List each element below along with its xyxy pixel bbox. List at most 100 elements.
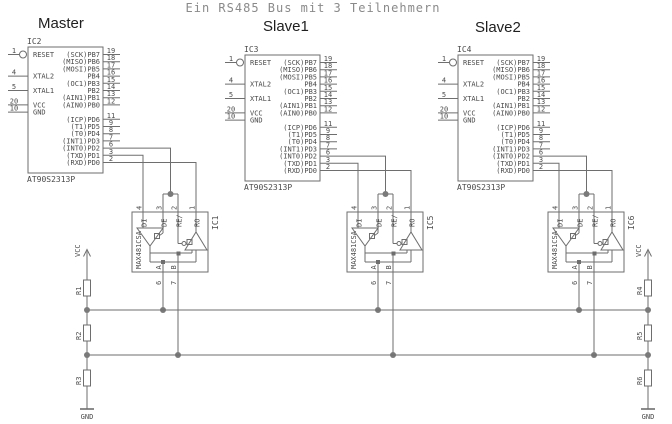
gnd-label: GND: [81, 413, 94, 421]
pin-label: (ICP)PD6: [66, 116, 100, 124]
pin-number: 2: [109, 155, 113, 163]
pin-label: RE/: [592, 214, 600, 227]
receiver-enable-bubble: [181, 241, 187, 246]
pin-label: RESET: [463, 59, 485, 67]
pin-label: XTAL1: [33, 87, 54, 95]
pin-label: (MISO)PB6: [492, 66, 530, 74]
pin-label: DE: [376, 219, 384, 227]
pin-label: (T0)PD4: [500, 138, 530, 146]
pin-number: 15: [324, 84, 332, 92]
resistor-body: [644, 324, 652, 342]
terminator-chain: VCC R1 R2 R3 GND: [74, 244, 94, 421]
transceiver-part-label: MAX481CSA: [135, 230, 143, 269]
receiver-enable-square: [401, 239, 408, 245]
pin-label: RO: [409, 219, 417, 227]
receiver-enable-bubble: [396, 241, 402, 246]
pin-number: 9: [326, 127, 330, 135]
pin-label: (INT1)PD3: [279, 145, 317, 153]
pin-label: (AIN1)PB1: [492, 102, 530, 110]
pin-label: VCC: [33, 101, 46, 109]
pin-label: (T0)PD4: [70, 130, 100, 138]
pin-label: (T0)PD4: [287, 138, 317, 146]
pin-number: 4: [229, 77, 233, 85]
receiver-enable-bubble: [597, 241, 603, 246]
pin-number: 2: [539, 163, 543, 171]
wire-txd-to-di: [337, 162, 359, 212]
resistor-label: R3: [75, 377, 83, 385]
pin-label: (RXD)PD0: [496, 167, 530, 175]
pin-label: (MOSI)PB5: [492, 73, 530, 81]
pin-label: (T1)PD5: [287, 131, 317, 139]
vcc-arrow-icon: [644, 248, 652, 257]
pin-number: 4: [351, 206, 359, 210]
pin-label: (RXD)PD0: [283, 167, 317, 175]
pin-label: DE: [161, 219, 169, 227]
pin-label: (MOSI)PB5: [279, 73, 317, 81]
transceiver-ref: IC6: [627, 215, 636, 230]
pin-number: 18: [537, 62, 545, 70]
pin-label: PB2: [517, 95, 530, 103]
pin-number: 13: [537, 98, 545, 106]
pin-number: 5: [12, 83, 16, 91]
resistor-label: R1: [75, 287, 83, 295]
pin-number: 12: [107, 97, 115, 105]
junction-square: [161, 260, 165, 264]
reset-active-low-bubble: [19, 50, 27, 59]
wire-txd-to-di: [550, 162, 560, 212]
pin-label: VCC: [463, 109, 476, 117]
pin-number: 7: [326, 141, 330, 149]
vcc-arrow-icon: [83, 248, 91, 257]
junction-dot: [645, 307, 651, 313]
pin-number: 2: [587, 206, 595, 210]
pin-label: (INT0)PD2: [492, 153, 530, 161]
resistor-body: [644, 279, 652, 297]
pin-label: DI: [141, 219, 149, 227]
receiver-enable-square: [186, 239, 193, 245]
mcu-ref: IC3: [244, 45, 259, 54]
resistor-label: R2: [75, 332, 83, 340]
pin-label: (AIN0)PB0: [492, 109, 530, 117]
wire-txd-to-di: [120, 154, 144, 212]
pin-number: 3: [371, 206, 379, 210]
pin-label: (AIN1)PB1: [62, 94, 100, 102]
driver-enable-square: [154, 233, 160, 239]
pin-label: (TXD)PD1: [66, 152, 100, 160]
transceiver-symbol: MAX481CSA IC5: [346, 206, 435, 285]
pin-label: RE/: [391, 214, 399, 227]
pin-number: 3: [156, 206, 164, 210]
pin-number: 13: [107, 90, 115, 98]
pin-number: 1: [442, 55, 446, 63]
pin-label: (SCK)PB7: [283, 59, 317, 67]
transceiver-part-label: MAX481CSA: [350, 230, 358, 269]
vcc-label: VCC: [635, 244, 643, 257]
pin-label: B: [586, 265, 594, 269]
pin-number: 6: [326, 149, 330, 157]
pin-number: 20: [440, 105, 448, 113]
pin-number: 6: [370, 281, 378, 285]
pin-label: (AIN0)PB0: [279, 109, 317, 117]
mcu-part-label: AT90S2313P: [244, 183, 292, 192]
de-stub: [374, 232, 379, 236]
pin-number: 1: [189, 206, 197, 210]
transceiver-ref: IC1: [211, 215, 220, 230]
pin-label: XTAL1: [250, 95, 271, 103]
pin-number: 12: [324, 105, 332, 113]
de-stub: [159, 232, 164, 236]
pin-number: 3: [326, 156, 330, 164]
pin-number: 16: [324, 77, 332, 85]
pin-number: 11: [107, 112, 115, 120]
pin-label: (OC1)PB3: [66, 80, 100, 88]
pin-label: A: [155, 265, 163, 270]
pin-label: (MISO)PB6: [279, 66, 317, 74]
vcc-label: VCC: [74, 244, 82, 257]
mcu-body: [27, 46, 104, 174]
mcu-body: [244, 54, 321, 182]
pin-label: RESET: [250, 59, 272, 67]
pin-label: (RXD)PD0: [66, 159, 100, 167]
pin-number: 5: [229, 91, 233, 99]
pin-number: 4: [136, 206, 144, 210]
pin-label: (ICP)PD6: [496, 124, 530, 132]
pin-label: GND: [463, 117, 476, 125]
pin-number: 16: [537, 77, 545, 85]
